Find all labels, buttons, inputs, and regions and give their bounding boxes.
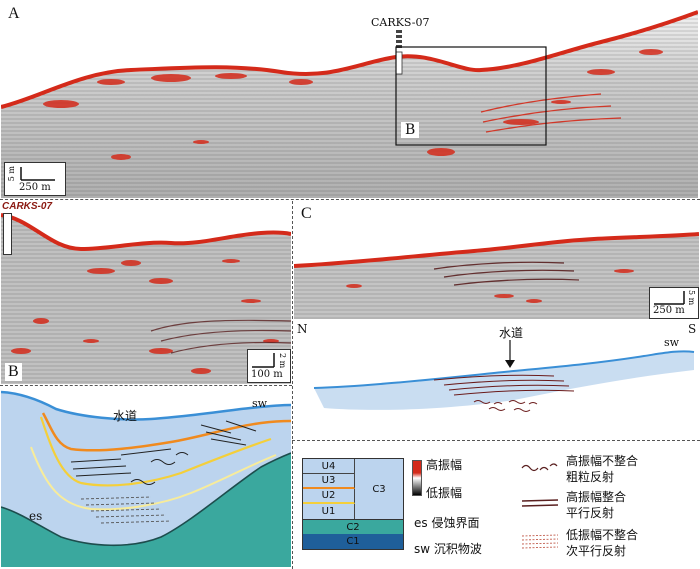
interpretation-panel-b: 水道 sw es <box>1 387 291 567</box>
scale-bar-c: 5 m 250 m <box>649 287 699 319</box>
scale-bar-b: 2 m 100 m <box>247 349 291 383</box>
symbol3-line1: 低振幅不整合 <box>566 528 639 542</box>
well-label-carks07: CARKS-07 <box>371 16 430 29</box>
amplitude-high-label: 高振幅 <box>426 458 463 472</box>
sediment-wave-legend: sw 沉积物波 <box>414 542 482 556</box>
divider-a <box>0 199 700 200</box>
symbol-concordant-parallel-icon <box>521 499 559 507</box>
divider-c <box>292 440 700 441</box>
unit-u2: U2 <box>303 489 355 504</box>
erosion-surface-legend: es 侵蚀界面 <box>414 516 480 530</box>
symbol1-line2: 粗粒反射 <box>566 470 615 484</box>
panel-letter-c: C <box>301 205 312 222</box>
seismic-profile-a <box>1 2 698 198</box>
symbol1-line1: 高振幅不整合 <box>566 454 639 468</box>
scale-vertical-a: 5 m <box>7 166 16 182</box>
symbol3-line2: 次平行反射 <box>566 544 627 558</box>
scale-bar-lines-c <box>654 291 685 305</box>
south-label: S <box>688 322 697 336</box>
symbol2-line1: 高振幅整合 <box>566 490 627 504</box>
seismic-profile-c <box>294 232 699 319</box>
stratigraphy-column: U4 U3 U2 U1 C3 C2 C1 <box>302 458 404 550</box>
scale-horizontal-c: 250 m <box>653 305 685 316</box>
scale-bar-lines-a <box>20 167 55 181</box>
amplitude-colorbar <box>412 460 422 496</box>
sediment-wave-label-c: sw <box>664 336 680 349</box>
seismic-panel-c: C 5 m 250 m <box>294 201 699 319</box>
seismic-profile-b <box>1 201 291 384</box>
symbol-discordant-coarse-icon <box>521 463 558 472</box>
amplitude-low-label: 低振幅 <box>426 486 463 500</box>
symbol-discordant-subparallel-icon <box>521 534 559 549</box>
symbol2-line2: 平行反射 <box>566 506 615 520</box>
legend: U4 U3 U2 U1 C3 C2 C1 高振幅 低振幅 es 侵蚀界面 sw … <box>294 442 699 567</box>
interpretation-drawing-b <box>1 390 291 567</box>
unit-u1: U1 <box>303 504 355 519</box>
scale-horizontal-b: 100 m <box>251 369 283 380</box>
unit-u3: U3 <box>303 474 355 489</box>
divider-vertical <box>292 201 293 569</box>
channel-label-c: 水道 <box>499 326 524 340</box>
seismic-panel-b: CARKS-07 B 2 m 100 m <box>1 201 291 384</box>
scale-bar-a: 5 m 250 m <box>4 162 66 196</box>
erosion-surface-label: es <box>29 509 43 523</box>
channel-label-b: 水道 <box>113 409 138 423</box>
north-label: N <box>297 322 308 336</box>
sediment-wave-label-b: sw <box>252 397 268 410</box>
interpretation-panel-c: N S 水道 sw <box>294 320 699 438</box>
scale-vertical-c: 5 m <box>687 290 696 306</box>
scale-bar-lines-b <box>252 353 275 368</box>
panel-letter-a: A <box>8 5 20 22</box>
panel-letter-b: B <box>5 363 22 381</box>
unit-c1: C1 <box>303 534 403 549</box>
inset-box-label-b: B <box>401 122 420 138</box>
unit-c2: C2 <box>303 519 403 534</box>
scale-vertical-b: 2 m <box>278 353 287 369</box>
divider-b <box>0 385 292 386</box>
well-label-b: CARKS-07 <box>2 201 53 212</box>
unit-u4: U4 <box>303 459 355 474</box>
well-column-b <box>3 213 12 255</box>
seismic-panel-a: A CARKS-07 B 5 m 250 m <box>1 2 698 198</box>
unit-c3: C3 <box>372 483 386 495</box>
interpretation-drawing-c <box>313 340 695 412</box>
scale-horizontal-a: 250 m <box>19 182 51 193</box>
